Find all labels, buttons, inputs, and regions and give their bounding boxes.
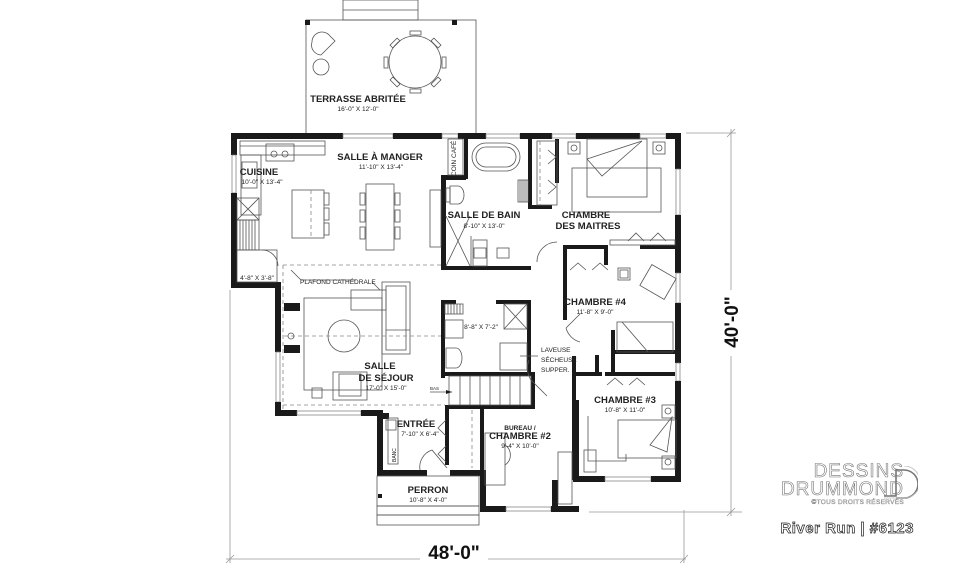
chambre-4-label: CHAMBRE #4 — [564, 297, 626, 308]
single-bed-icon — [616, 321, 674, 353]
bas-label: BAS — [430, 386, 439, 391]
overall-width: 48'-0" — [428, 543, 480, 564]
terrasse-label: TERRASSE ABRITÉE — [310, 94, 406, 105]
laveuse-label-3: SUPPER. — [541, 367, 570, 374]
exterior-walls — [231, 133, 681, 512]
staircase: BAS — [283, 375, 532, 406]
chambre-2-top-label: BUREAU / — [504, 425, 536, 432]
toilet-icon — [449, 185, 465, 205]
coin-cafe-label: COIN CAFÉ — [449, 140, 458, 176]
entree-label: ENTRÉE — [397, 419, 436, 430]
living-room-fixtures: PLAFOND CATHÉDRALE — [282, 265, 441, 410]
salle-a-manger-dims: 11'-10" X 13'-4" — [359, 164, 404, 171]
perron — [376, 475, 480, 526]
utility-sink-icon — [444, 319, 464, 339]
chambre-4-dims: 11'-8" X 9'-0" — [577, 309, 615, 316]
bedroom-3-fixtures — [583, 377, 677, 473]
vestibule-dims: 4'-8" X 3'-8" — [240, 275, 275, 282]
chambre-maitres-label-1: CHAMBRE — [562, 210, 611, 221]
cuisine-label: CUISINE — [240, 167, 279, 178]
side-table-icon — [312, 58, 330, 76]
desk-icon — [484, 432, 506, 486]
brand-block: DESSINS DRUMMOND ©TOUS DROITS RÉSERVÉS — [780, 461, 904, 506]
cooktop-burner-icon — [281, 150, 289, 158]
terrasse-dims: 16'-0" X 12'-0" — [337, 106, 379, 113]
entry-door-swing-icon — [419, 449, 448, 471]
brand-name-line2: DRUMMOND — [780, 479, 904, 500]
bedroom-4-fixtures — [565, 262, 677, 353]
master-bath-fixtures: COIN CAFÉ — [445, 138, 529, 267]
laundry-fixtures — [444, 303, 538, 371]
chambre-maitres-label-2: DES MAITRES — [556, 221, 621, 232]
master-bedroom-fixtures — [536, 138, 676, 246]
plafond-cathedrale-label: PLAFOND CATHÉDRALE — [300, 277, 376, 286]
banc-label: BANC — [392, 448, 398, 462]
entry-fixtures: BANC — [385, 410, 473, 471]
brand-copyright: ©TOUS DROITS RÉSERVÉS — [811, 499, 904, 506]
office-fixtures — [484, 432, 573, 505]
perron-label: PERRON — [408, 485, 449, 496]
cooktop-burner-icon — [270, 150, 278, 158]
sejour-label-1: SALLE — [364, 361, 395, 372]
salle-a-manger-label: SALLE À MANGER — [337, 152, 423, 163]
overall-depth: 40'-0" — [722, 296, 743, 348]
chambre-3-label: CHAMBRE #3 — [594, 395, 656, 406]
drummond-d-logo-icon — [884, 466, 918, 499]
chambre-3-dims: 10'-8" X 11'-0" — [605, 407, 646, 414]
salle-de-bain-dims: 8'-10" X 13'-0" — [463, 223, 505, 230]
bathtub-icon — [471, 142, 521, 172]
perron-dims: 10'-8" X 4'-0" — [409, 497, 447, 504]
vestibule-door-swing-icon — [261, 249, 279, 267]
dimension-lines — [225, 128, 742, 564]
armchair-icon — [332, 371, 368, 401]
fireplace-icon — [287, 332, 295, 340]
salle-de-bain-label: SALLE DE BAIN — [448, 210, 521, 221]
round-dining-table-icon — [383, 30, 447, 94]
laveuse-label-2: SÉCHEUSE — [541, 355, 577, 364]
lounge-chair-icon — [311, 31, 336, 56]
kitchen-fixtures — [236, 140, 442, 266]
laveuse-label-1: LAVEUSE — [541, 347, 571, 354]
entree-dims: 7'-10" X 6'-4" — [401, 431, 439, 438]
armchair-icon — [639, 264, 677, 300]
kitchen-sink-icon — [241, 161, 258, 189]
chambre-2-dims: 9'-4" X 10'-0" — [501, 443, 539, 450]
toilet-icon — [445, 347, 463, 369]
brand-name-line1: DESSINS — [813, 461, 904, 482]
terrasse-abritee: TERRASSE ABRITÉE 16'-0" X 12'-0" — [305, 0, 477, 135]
sejour-label-2: DE SÉJOUR — [359, 373, 414, 384]
salle-lavage-dims: 8'-8" X 7'-2" — [464, 324, 499, 331]
cuisine-dims: 10'-0" X 13'-4" — [241, 179, 283, 186]
double-sink-icon — [473, 247, 487, 259]
chambre-2-label: CHAMBRE #2 — [489, 431, 551, 442]
plan-title: River Run | #6123 — [780, 520, 914, 538]
sejour-dims: 17'-0" X 15'-0" — [365, 385, 407, 392]
washer-dryer-icon — [499, 342, 528, 371]
bed-icon — [617, 419, 677, 459]
